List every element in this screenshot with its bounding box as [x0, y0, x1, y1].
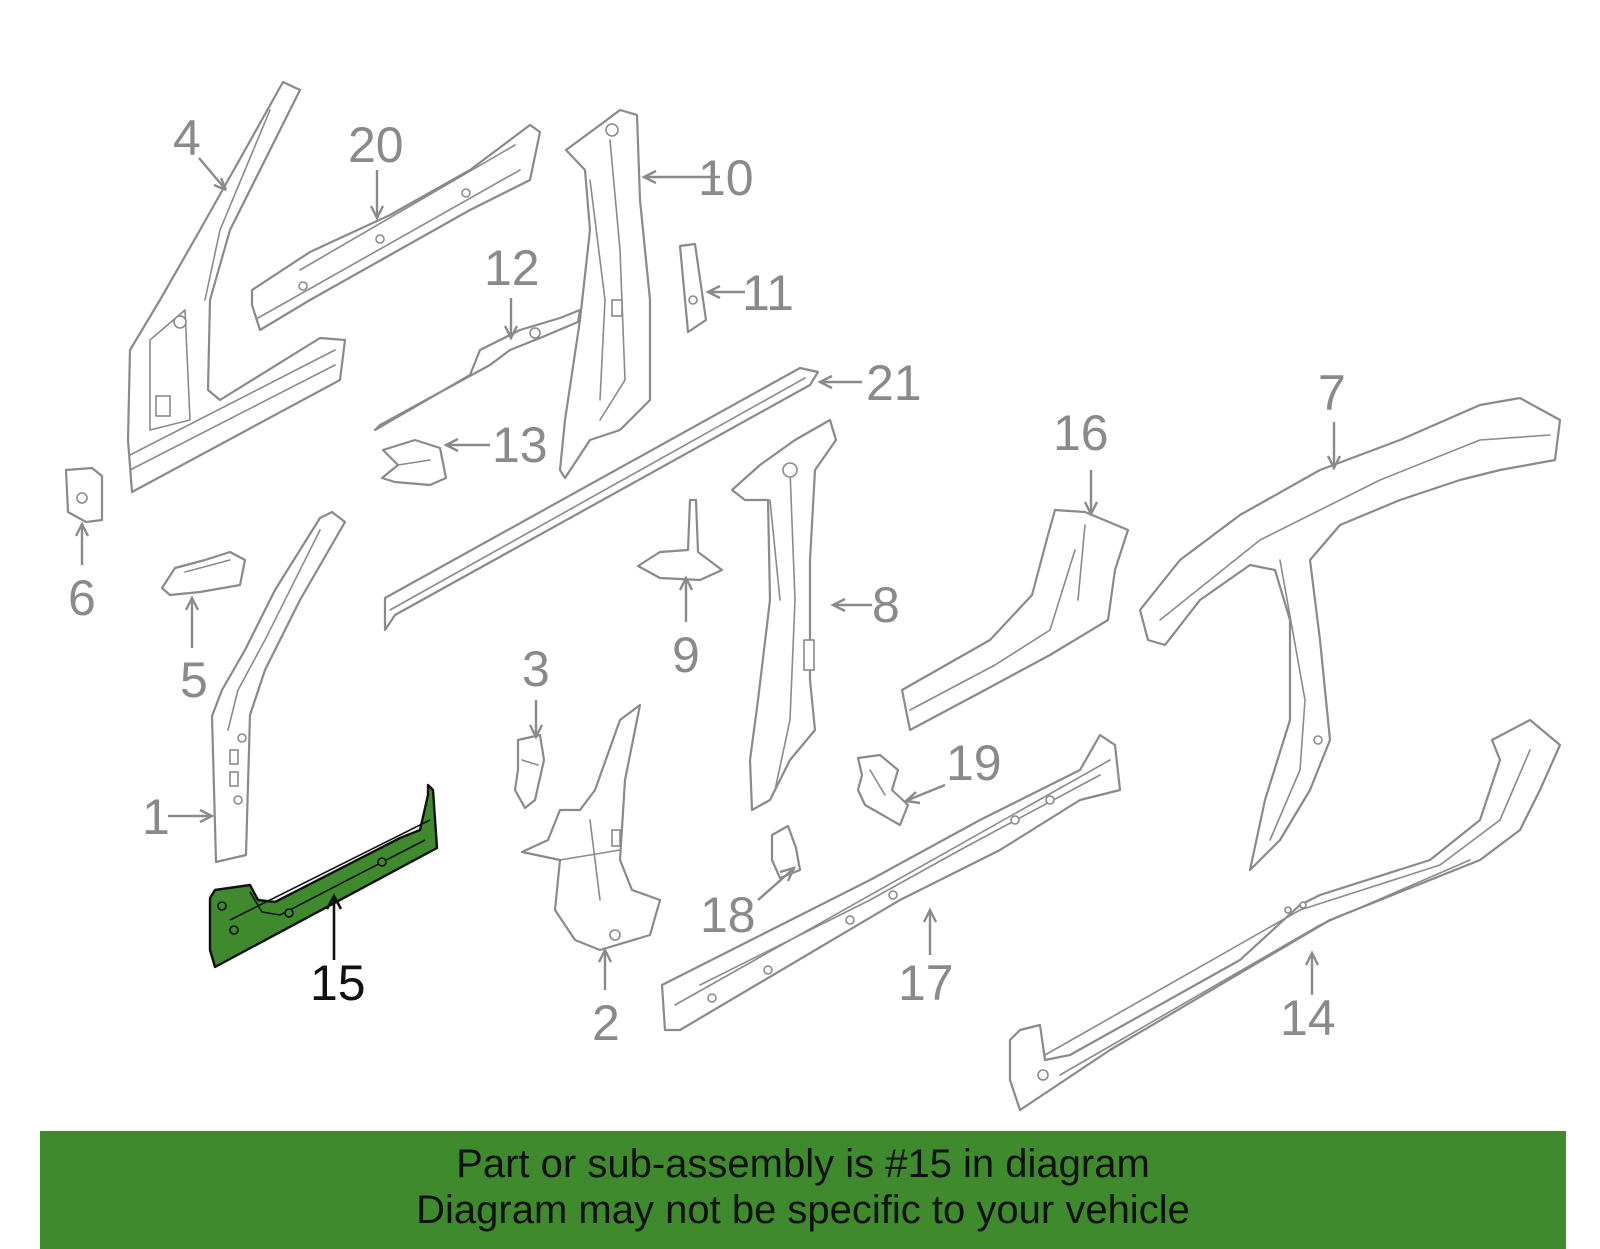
info-banner: Part or sub-assembly is #15 in diagram D… — [40, 1131, 1566, 1249]
part-21-rail[interactable] — [383, 366, 820, 632]
callout-10: 10 — [698, 150, 754, 206]
callout-3: 3 — [522, 641, 550, 697]
callout-9: 9 — [672, 627, 700, 683]
part-6-bracket[interactable] — [64, 466, 104, 524]
part-19-bracket[interactable] — [856, 753, 910, 827]
callout-1: 1 — [142, 789, 170, 845]
callout-4: 4 — [173, 110, 201, 166]
callout-2: 2 — [592, 995, 620, 1051]
part-8-b-pillar[interactable] — [730, 418, 838, 812]
callout-20: 20 — [348, 117, 404, 173]
callout-14: 14 — [1280, 990, 1336, 1046]
banner-line-1: Part or sub-assembly is #15 in diagram — [456, 1142, 1150, 1186]
callout-21: 21 — [866, 355, 922, 411]
callout-5: 5 — [180, 652, 208, 708]
callout-13: 13 — [492, 417, 548, 473]
callout-18: 18 — [700, 887, 756, 943]
part-18-clip[interactable] — [770, 824, 802, 880]
part-1-pillar-lower[interactable] — [210, 510, 347, 864]
callout-labels: 4 20 10 11 12 13 21 6 5 9 8 16 7 3 1 15 … — [68, 110, 1346, 1051]
part-15-rocker-panel[interactable] — [208, 783, 439, 969]
callout-7: 7 — [1318, 365, 1346, 421]
part-4-a-pillar[interactable] — [126, 80, 347, 494]
part-11-plate[interactable] — [678, 242, 708, 334]
callout-17: 17 — [898, 955, 954, 1011]
callout-16: 16 — [1053, 405, 1109, 461]
callout-6: 6 — [68, 570, 96, 626]
callout-11: 11 — [742, 265, 794, 321]
part-10-b-pillar-inner[interactable] — [558, 108, 652, 480]
callout-12: 12 — [484, 240, 540, 296]
banner-line-2: Diagram may not be specific to your vehi… — [416, 1188, 1190, 1232]
part-9-bracket[interactable] — [636, 498, 724, 582]
part-7-body-side-outer[interactable] — [1138, 396, 1562, 872]
part-3-bracket[interactable] — [513, 733, 546, 810]
part-2-pillar-bracket[interactable] — [520, 703, 662, 952]
part-12-reinforcement[interactable] — [373, 308, 582, 432]
leader-lines — [74, 157, 1342, 995]
part-14-outer-rocker[interactable] — [1008, 718, 1562, 1112]
part-16-outer-panel[interactable] — [900, 508, 1130, 732]
part-13-bracket[interactable] — [380, 438, 448, 487]
part-5-bracket[interactable] — [160, 550, 247, 597]
callout-15: 15 — [310, 955, 366, 1011]
callout-8: 8 — [872, 577, 900, 633]
callout-19: 19 — [946, 735, 1002, 791]
part-17-inner-rocker[interactable] — [660, 733, 1122, 1032]
part-20-upper-rail[interactable] — [250, 123, 542, 332]
